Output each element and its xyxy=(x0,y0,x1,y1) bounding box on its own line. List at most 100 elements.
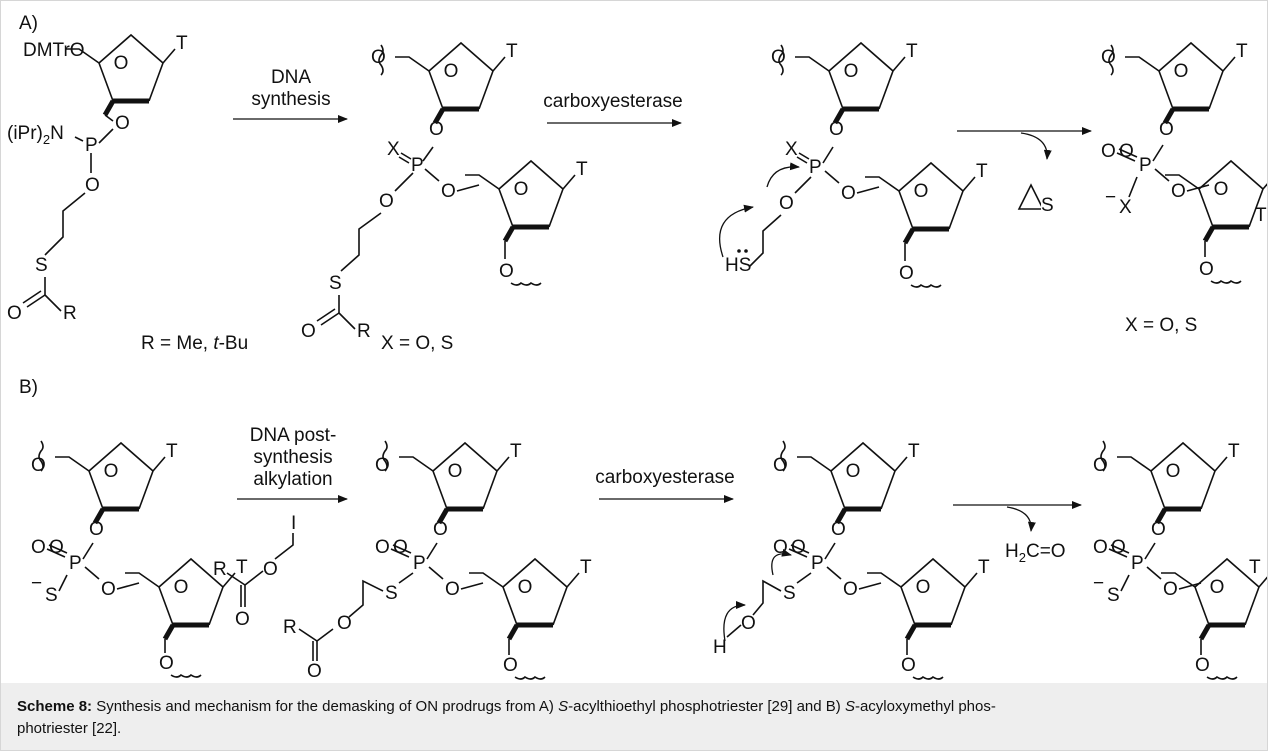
svg-text:T: T xyxy=(978,557,990,578)
svg-text:O: O xyxy=(771,47,786,68)
caption-label: Scheme 8: xyxy=(17,698,93,715)
arrow-release-formaldehyde: H2C=O xyxy=(953,501,1082,565)
svg-text:−: − xyxy=(1093,573,1104,594)
compound-b4: O O T O P O O O O T O xyxy=(1093,441,1267,680)
svg-text:T: T xyxy=(236,557,248,578)
svg-text:O: O xyxy=(499,261,514,282)
iodide-label: I xyxy=(291,513,296,534)
svg-text:alkylation: alkylation xyxy=(253,469,332,490)
svg-text:O: O xyxy=(301,321,316,342)
svg-text:P: P xyxy=(411,155,424,176)
svg-text:O: O xyxy=(1210,577,1225,598)
arrow-carboxyesterase-b: carboxyesterase xyxy=(595,467,735,503)
svg-text:O: O xyxy=(1159,119,1174,140)
svg-text:O: O xyxy=(1195,655,1210,676)
svg-text:−: − xyxy=(31,573,42,594)
panel-b-label: B) xyxy=(19,377,38,398)
svg-text:DNA post-: DNA post- xyxy=(250,425,337,446)
svg-text:O: O xyxy=(31,537,46,558)
svg-text:O: O xyxy=(433,519,448,540)
svg-text:O: O xyxy=(503,655,518,676)
svg-text:O: O xyxy=(445,579,460,600)
svg-text:carboxyesterase: carboxyesterase xyxy=(543,91,682,112)
ring-oxygen: O xyxy=(114,53,129,74)
svg-text:O: O xyxy=(914,181,929,202)
compound-b2: O O T O P O O O O T O xyxy=(283,441,592,681)
svg-text:O: O xyxy=(1171,181,1186,202)
panel-a-label: A) xyxy=(19,13,38,34)
svg-text:O: O xyxy=(514,179,529,200)
svg-text:O: O xyxy=(1174,61,1189,82)
svg-text:P: P xyxy=(811,553,824,574)
caption-box: Scheme 8: Synthesis and mechanism for th… xyxy=(1,683,1267,750)
compound-b3: O O T O P O O O O T O xyxy=(713,441,990,680)
svg-text:O: O xyxy=(829,119,844,140)
svg-text:P: P xyxy=(1139,155,1152,176)
svg-text:O: O xyxy=(831,519,846,540)
x-definition-2: X = O, S xyxy=(1125,315,1197,336)
arrow-carboxyesterase-a: carboxyesterase xyxy=(543,91,683,127)
svg-text:O: O xyxy=(104,461,119,482)
svg-text:T: T xyxy=(908,441,920,462)
thiol-label: HS xyxy=(725,255,751,276)
svg-text:T: T xyxy=(576,159,588,180)
svg-text:S: S xyxy=(45,585,58,606)
svg-text:O: O xyxy=(444,61,459,82)
svg-text:O: O xyxy=(779,193,794,214)
svg-text:X: X xyxy=(387,139,400,160)
svg-text:−: − xyxy=(1105,187,1116,208)
thiirane-s-label: S xyxy=(1041,195,1054,216)
svg-text:S: S xyxy=(385,583,398,604)
svg-text:O: O xyxy=(1163,579,1178,600)
svg-text:T: T xyxy=(1249,557,1261,578)
svg-text:O: O xyxy=(843,579,858,600)
hydroxyl-h-label: H xyxy=(713,637,727,658)
svg-text:O: O xyxy=(379,191,394,212)
svg-text:synthesis: synthesis xyxy=(253,447,332,468)
compound-a1: O T DMTrO O P (iPr)2N O S O R R = Me, t-… xyxy=(7,33,248,354)
panel-b: B) O O T O P O O O O T xyxy=(19,377,1267,681)
svg-text:T: T xyxy=(1255,205,1267,226)
svg-text:synthesis: synthesis xyxy=(251,89,330,110)
svg-text:O: O xyxy=(429,119,444,140)
svg-text:O: O xyxy=(741,613,756,634)
svg-text:O: O xyxy=(1151,519,1166,540)
r-group-label: R xyxy=(63,303,77,324)
svg-text:O: O xyxy=(263,559,278,580)
svg-text:carboxyesterase: carboxyesterase xyxy=(595,467,734,488)
svg-text:P: P xyxy=(413,553,426,574)
svg-text:P: P xyxy=(809,157,822,178)
svg-text:O: O xyxy=(1199,259,1214,280)
svg-text:O: O xyxy=(337,613,352,634)
svg-text:S: S xyxy=(329,273,342,294)
svg-text:R: R xyxy=(213,559,227,580)
compound-b1: O O T O P O O O O T O xyxy=(31,441,248,678)
svg-text:S: S xyxy=(1107,585,1120,606)
svg-text:O: O xyxy=(101,579,116,600)
svg-text:O: O xyxy=(841,183,856,204)
svg-text:T: T xyxy=(976,161,988,182)
svg-text:O: O xyxy=(773,455,788,476)
svg-text:O: O xyxy=(375,537,390,558)
svg-text:O: O xyxy=(31,455,46,476)
svg-text:O: O xyxy=(1093,455,1108,476)
svg-text:O: O xyxy=(441,181,456,202)
svg-text:O: O xyxy=(174,577,189,598)
formaldehyde-label: H2C=O xyxy=(1005,541,1066,565)
nucleobase-label: T xyxy=(176,33,188,54)
r-definition: R = Me, t-Bu xyxy=(141,333,248,354)
svg-text:O: O xyxy=(846,461,861,482)
svg-text:X: X xyxy=(1119,197,1132,218)
svg-text:O: O xyxy=(1101,47,1116,68)
svg-text:O: O xyxy=(448,461,463,482)
compound-a3: O O T O P X O O T O O xyxy=(718,41,988,288)
compound-a2: O O T O P X O O T O O xyxy=(301,41,588,354)
arrow-alkylation: DNA post- synthesis alkylation I O R O xyxy=(213,425,348,630)
svg-text:O: O xyxy=(518,577,533,598)
svg-text:O: O xyxy=(773,537,788,558)
svg-text:R: R xyxy=(357,321,371,342)
x-definition-1: X = O, S xyxy=(381,333,453,354)
compound-a4: O O T O P O O O O T O xyxy=(1101,41,1267,336)
reaction-scheme: A) O T DMTrO O P (iPr)2N O S xyxy=(7,13,1267,681)
